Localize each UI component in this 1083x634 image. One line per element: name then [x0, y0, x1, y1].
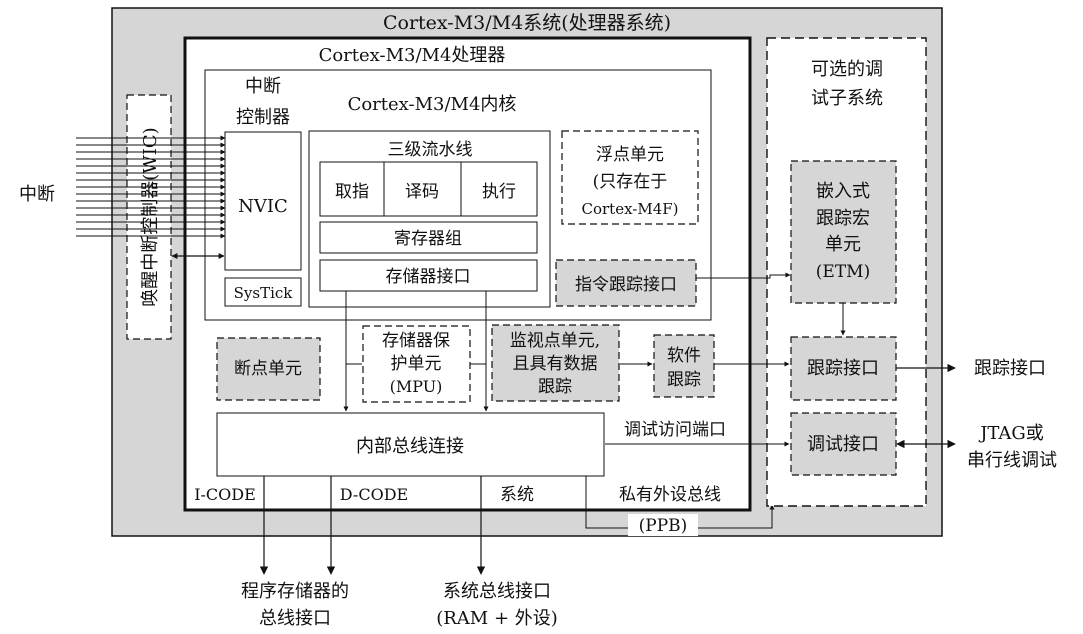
debug-subsystem-line-1: 可选的调 [811, 59, 883, 80]
icode-label: I-CODE [194, 485, 256, 504]
nvic-box [224, 131, 302, 271]
debug-port-label: 调试接口 [807, 434, 879, 455]
etm-line-1: 嵌入式 [816, 181, 870, 202]
software-trace-line-2: 跟踪 [667, 370, 701, 390]
instruction-trace-box [555, 259, 697, 307]
memory-interface-label: 存储器接口 [386, 267, 471, 287]
debug-port-box [790, 412, 897, 476]
watchpoint-line-3: 跟踪 [538, 377, 572, 397]
system-title: Cortex-M3/M4系统(处理器系统) [383, 12, 671, 34]
debug-subsystem-line-2: 试子系统 [811, 88, 883, 109]
internal-bus-label: 内部总线连接 [356, 436, 464, 457]
watchpoint-line-1: 监视点单元, [510, 331, 600, 351]
system-bus-interface-line-1: 系统总线接口 [443, 581, 551, 602]
mpu-box [362, 325, 471, 403]
etm-line-3: 单元 [825, 234, 861, 255]
etm-line-4: (ETM) [816, 262, 870, 282]
stage-execute: 执行 [482, 182, 516, 202]
register-bank-box [319, 221, 538, 254]
processor-title: Cortex-M3/M4处理器 [319, 45, 506, 66]
system-bus-interface-line-2: (RAM + 外设) [436, 608, 558, 629]
watchpoint-line-2: 且具有数据 [513, 354, 598, 374]
instruction-trace-label: 指令跟踪接口 [575, 275, 677, 295]
program-memory-bus-line-2: 总线接口 [259, 608, 331, 629]
fpu-line-2: (只存在于 [593, 172, 668, 192]
wic-box [126, 94, 172, 340]
etm-box [790, 160, 897, 304]
breakpoint-unit-box [216, 337, 321, 401]
fpu-box [561, 130, 699, 225]
mpu-line-3: (MPU) [390, 377, 443, 396]
interrupt-lines [76, 135, 226, 239]
pipeline-stages-box [319, 161, 538, 217]
memory-interface-box [319, 259, 538, 292]
private-bus-label: 私有外设总线 [619, 485, 721, 505]
breakpoint-unit-label: 断点单元 [234, 359, 302, 379]
core-title: Cortex-M3/M4内核 [348, 94, 517, 115]
mpu-line-1: 存储器保 [382, 331, 450, 351]
jtag-line-2: 串行线调试 [967, 450, 1057, 471]
nvic-label: NVIC [238, 196, 288, 217]
internal-bus-box [216, 412, 605, 477]
program-memory-bus-line-1: 程序存储器的 [241, 581, 349, 602]
software-trace-box [653, 334, 715, 398]
ppb-label: (PPB) [639, 516, 688, 536]
wic-label: 唤醒中断控制器(WIC) [140, 127, 161, 306]
mpu-line-2: 护单元 [391, 354, 442, 374]
outside-trace-label: 跟踪接口 [974, 358, 1046, 379]
stage-decode: 译码 [405, 182, 439, 202]
watchpoint-box [491, 324, 620, 402]
stage-fetch: 取指 [335, 182, 369, 202]
fpu-line-1: 浮点单元 [596, 145, 664, 165]
fpu-line-3: Cortex-M4F) [581, 200, 678, 218]
dcode-label: D-CODE [340, 485, 408, 504]
jtag-line-1: JTAG或 [978, 423, 1044, 444]
trace-port-label: 跟踪接口 [807, 358, 879, 379]
pipeline-title: 三级流水线 [388, 140, 473, 160]
trace-port-box [790, 336, 897, 401]
systick-label: SysTick [234, 284, 294, 302]
interrupt-controller-label-1: 中断 [245, 76, 281, 97]
interrupt-controller-label-2: 控制器 [236, 107, 290, 128]
software-trace-line-1: 软件 [667, 346, 701, 366]
register-bank-label: 寄存器组 [394, 229, 462, 249]
systick-box [224, 277, 302, 307]
system-bus-label: 系统 [500, 485, 534, 505]
interrupt-label: 中断 [19, 184, 55, 205]
debug-access-port-label: 调试访问端口 [624, 420, 726, 440]
etm-line-2: 跟踪宏 [816, 208, 870, 229]
